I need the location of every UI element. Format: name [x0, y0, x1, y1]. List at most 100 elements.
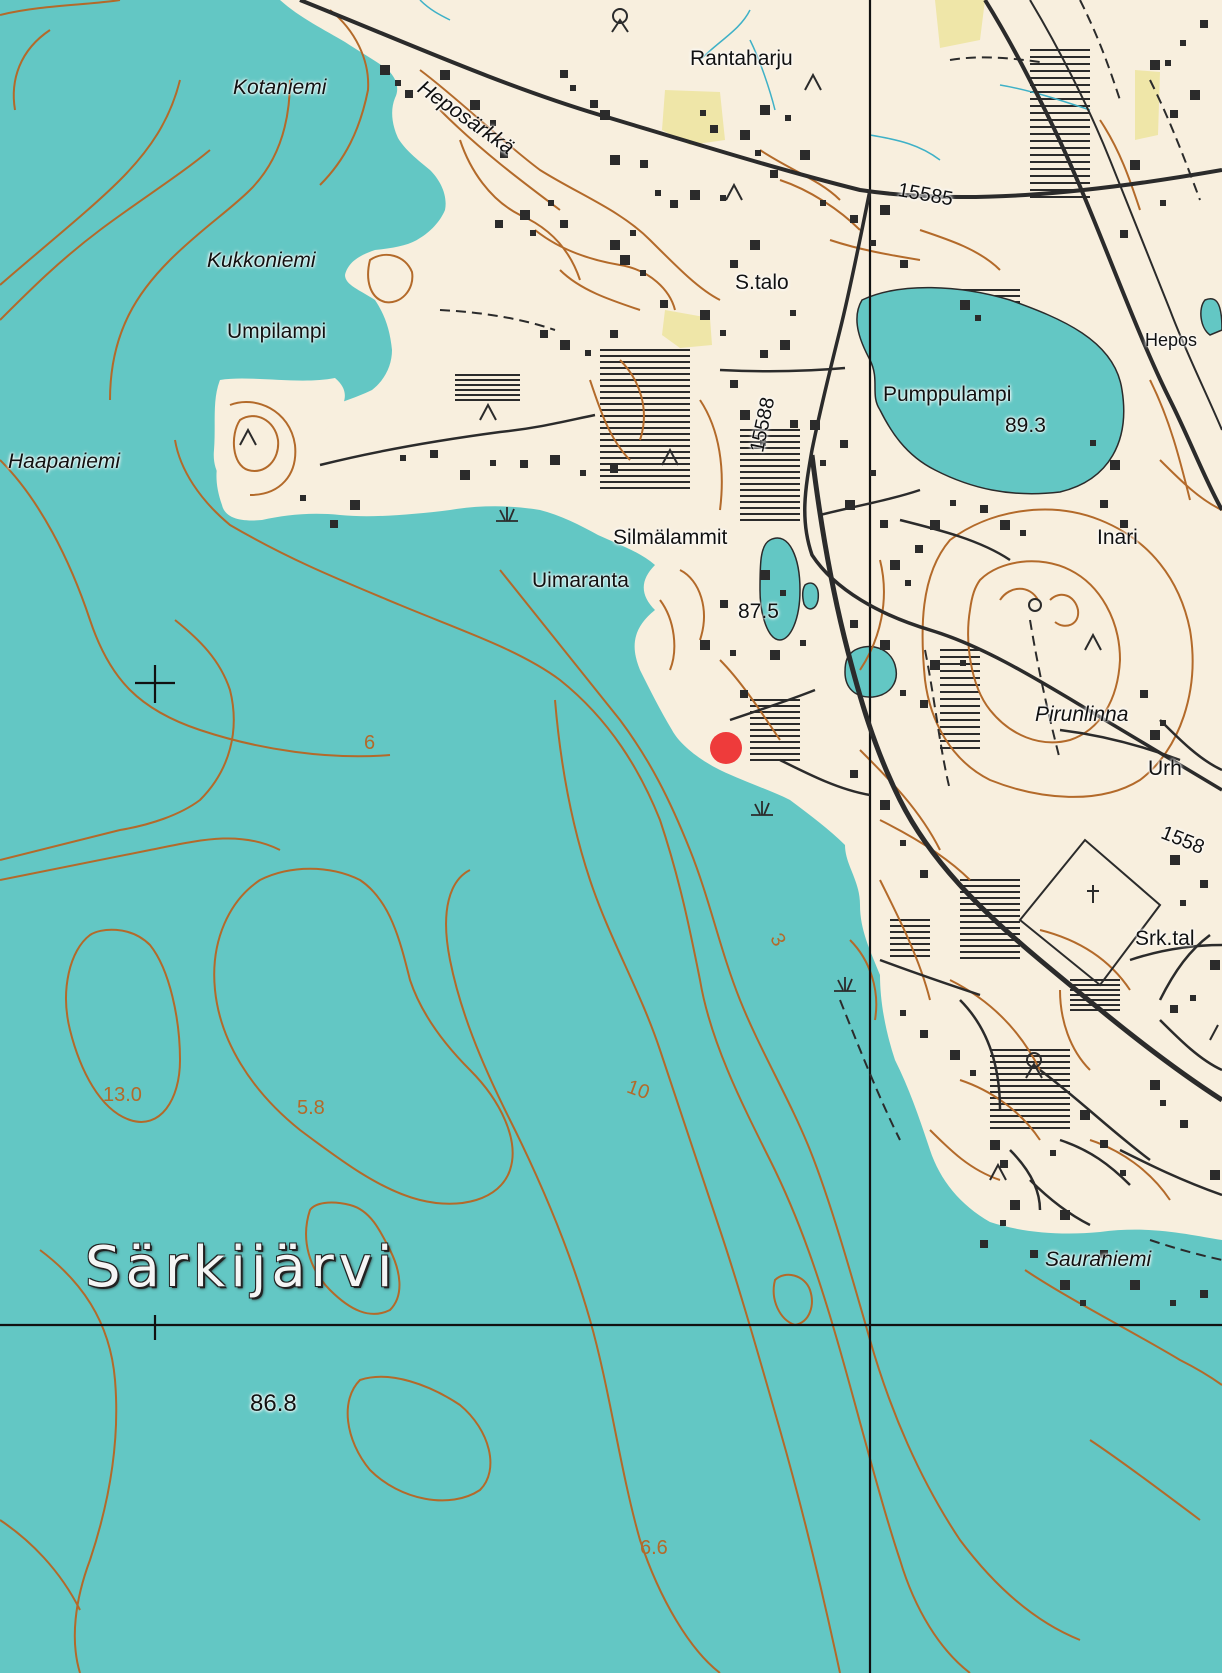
building [440, 70, 450, 80]
building [845, 500, 855, 510]
label-s-talo: S.talo [735, 271, 789, 294]
field-s-talo [662, 310, 712, 348]
road-15588 [803, 189, 1222, 792]
building [1000, 1220, 1006, 1226]
building [850, 620, 858, 628]
building [770, 170, 778, 178]
building [900, 690, 906, 696]
building [730, 260, 738, 268]
rock-symbol-icon [239, 8, 1219, 1181]
building [1160, 1100, 1166, 1106]
building [950, 1050, 960, 1060]
building [785, 115, 791, 121]
building [760, 570, 770, 580]
building [690, 190, 700, 200]
building [520, 210, 530, 220]
building [1180, 1120, 1188, 1128]
building [1020, 530, 1026, 536]
building [610, 465, 618, 473]
building [530, 230, 536, 236]
building [980, 505, 988, 513]
building [500, 150, 508, 158]
depth-label-58: 5.8 [297, 1097, 325, 1119]
label-urh: Urh [1148, 757, 1182, 780]
building [1060, 1280, 1070, 1290]
label-silmalammit-elevation: 87.5 [738, 600, 779, 623]
small-pond [801, 582, 820, 610]
building [1080, 1300, 1086, 1306]
building [560, 70, 568, 78]
red-location-marker-icon[interactable] [710, 732, 742, 764]
building [850, 770, 858, 778]
building [1150, 1080, 1160, 1090]
label-haapaniemi: Haapaniemi [8, 450, 121, 473]
road-railway [1029, 0, 1222, 431]
label-kotaniemi: Kotaniemi [233, 76, 327, 99]
building [720, 600, 728, 608]
building [1120, 1170, 1126, 1176]
building [350, 500, 360, 510]
building [880, 205, 890, 215]
building [950, 500, 956, 506]
srk-talo-area-outline [1018, 838, 1162, 987]
lake-elevation: 86.8 [250, 1390, 297, 1417]
building [1170, 1005, 1178, 1013]
building [1190, 90, 1200, 100]
building [670, 200, 678, 208]
building [905, 580, 911, 586]
building [590, 100, 598, 108]
building [750, 240, 760, 250]
building [790, 420, 798, 428]
building [1210, 1170, 1220, 1180]
pumppulampi-lake [856, 286, 1125, 495]
building [1170, 110, 1178, 118]
building [1100, 500, 1108, 508]
building [1160, 720, 1166, 726]
building [550, 455, 560, 465]
lake-name-sarkijarvi: Särkijärvi [85, 1235, 398, 1300]
building [1000, 1160, 1008, 1168]
building [755, 150, 761, 156]
buildings [300, 20, 1220, 1306]
building [960, 660, 966, 666]
building [1180, 40, 1186, 46]
building [700, 640, 710, 650]
building [915, 545, 923, 553]
building [395, 80, 401, 86]
reed-symbol-icon [496, 507, 856, 992]
field-top-right [935, 0, 985, 48]
building [610, 330, 618, 338]
building [780, 340, 790, 350]
label-uimaranta: Uimaranta [532, 569, 629, 592]
field-rantaharju [662, 90, 725, 145]
label-kukkoniemi: Kukkoniemi [207, 249, 316, 272]
building [970, 1070, 976, 1076]
building [1170, 855, 1180, 865]
building [740, 410, 750, 420]
building [1165, 60, 1171, 66]
road-south-main [809, 454, 1222, 1103]
road-main-diagonal [983, 0, 1222, 511]
building [800, 150, 810, 160]
building [880, 520, 888, 528]
land-haapaniemi [213, 378, 345, 491]
label-sauraniemi: Sauraniemi [1045, 1248, 1152, 1271]
building [1160, 200, 1166, 206]
building [610, 155, 620, 165]
building [630, 230, 636, 236]
building [870, 240, 876, 246]
building [1120, 520, 1128, 528]
building [560, 220, 568, 228]
building [520, 460, 528, 468]
building [585, 350, 591, 356]
building [870, 470, 876, 476]
building [490, 460, 496, 466]
building [660, 300, 668, 308]
building [980, 1240, 988, 1248]
building [1130, 1280, 1140, 1290]
building [720, 330, 726, 336]
building [900, 260, 908, 268]
building [1100, 1140, 1108, 1148]
